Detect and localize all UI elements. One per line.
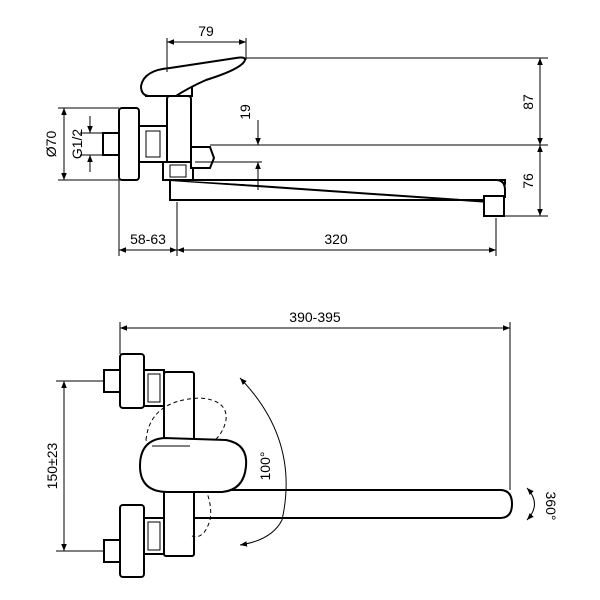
dim-lever-height-label: 87	[520, 94, 536, 110]
dim-flange-diameter-label: Ø70	[43, 131, 59, 158]
wall-connector	[102, 132, 120, 156]
dim-thread: G1/2	[69, 116, 103, 172]
upper-nut	[143, 369, 165, 407]
lever-handle	[139, 56, 246, 97]
lower-nut	[143, 517, 165, 555]
dim-total-length-label: 390-395	[289, 309, 341, 325]
dim-flange-diameter: Ø70	[43, 107, 119, 181]
dim-spout-offset: 19	[195, 104, 262, 190]
upper-connector-stub	[103, 369, 121, 393]
aerator	[483, 195, 505, 217]
side-view	[102, 56, 506, 217]
spout-tube-top	[193, 489, 514, 519]
lever-rotation-arc	[239, 377, 287, 547]
upper-flange	[119, 353, 145, 409]
top-view: 100° 360°	[103, 353, 559, 578]
diverter-knob	[190, 146, 216, 169]
dim-lever-width: 79	[166, 23, 247, 72]
lower-flange	[119, 504, 145, 578]
eccentric-nut	[138, 125, 168, 163]
dim-connector-spacing-label: 150±23	[44, 442, 60, 489]
dim-spout-rotation-label: 360°	[543, 492, 559, 521]
dim-thread-label: G1/2	[69, 129, 85, 160]
wall-flange	[118, 107, 140, 181]
dim-vertical-right: 87 76	[210, 57, 548, 217]
lower-connector-stub	[103, 539, 121, 563]
dim-spout-drop-label: 76	[520, 173, 536, 189]
spout-rotation-arc	[526, 487, 535, 521]
dim-total-length: 390-395	[119, 309, 511, 490]
dim-connector-spacing: 150±23	[44, 380, 104, 552]
dim-wall-depth-label: 58-63	[130, 231, 166, 247]
dim-lever-rotation-label: 100°	[257, 452, 273, 481]
dim-spout-offset-label: 19	[237, 104, 253, 120]
dim-lever-width-label: 79	[198, 23, 214, 39]
dim-horizontal-bottom: 58-63 320	[118, 180, 497, 256]
dim-spout-length-label: 320	[324, 231, 348, 247]
